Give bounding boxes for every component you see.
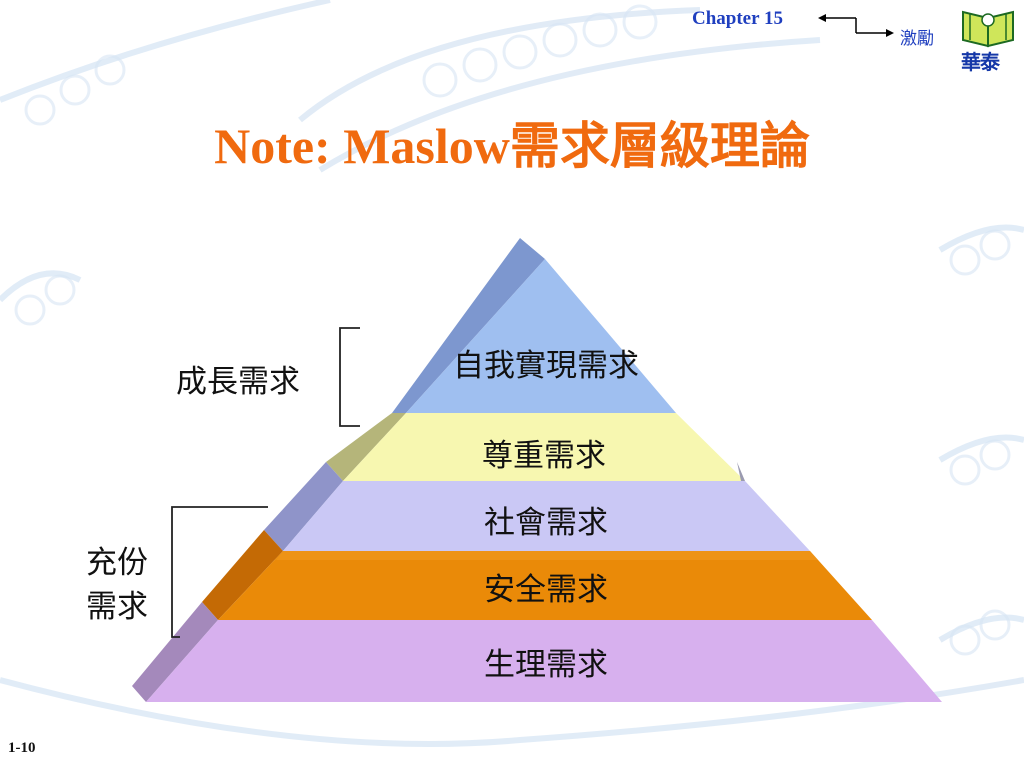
tier-safety [218, 551, 872, 620]
tier-label-safety: 安全需求 [484, 572, 608, 608]
tier-physiological [146, 620, 942, 702]
tier-label-social: 社會需求 [484, 505, 608, 541]
publisher-logo-text: 華泰 [961, 50, 1000, 74]
tier-label-esteem: 尊重需求 [482, 438, 606, 474]
growth-bracket [339, 327, 360, 427]
tier-label-self-actualization: 自我實現需求 [453, 348, 639, 384]
pyramid-left-face [132, 238, 545, 702]
growth-needs-label: 成長需求 [176, 364, 300, 400]
book-logo-icon [962, 10, 1014, 48]
arrow-left-icon [818, 14, 826, 22]
tier-label-physiological: 生理需求 [484, 647, 608, 683]
deficiency-needs-label-line2: 需求 [86, 589, 148, 625]
page-title: Note: Maslow需求層級理論 [214, 118, 810, 174]
tier-esteem [343, 413, 745, 481]
tier-social [283, 481, 810, 551]
deficiency-bracket [171, 506, 268, 638]
chapter-label: Chapter 15 [692, 8, 783, 29]
chapter-arrow-icon [822, 17, 888, 34]
arrow-right-icon [886, 29, 894, 37]
slide-number: 1-10 [8, 740, 36, 756]
pyramid: 自我實現需求 尊重需求 社會需求 安全需求 生理需求 [132, 238, 942, 702]
deficiency-needs-label-line1: 充份 [86, 545, 148, 581]
motivation-link[interactable]: 激勵 [900, 29, 934, 49]
tier-self-actualization [406, 259, 676, 413]
